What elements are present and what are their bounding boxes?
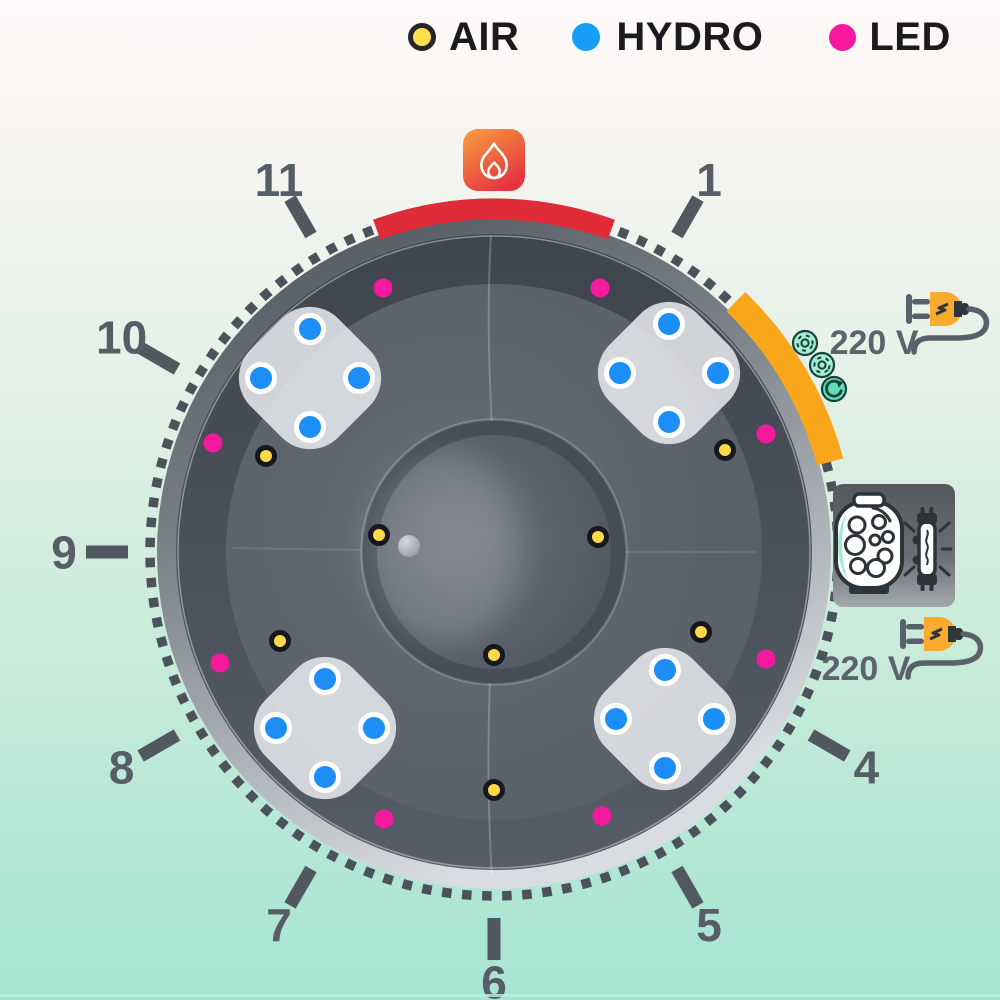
hydro-jet-dot [653,406,685,438]
legend-led-label: LED [869,15,951,59]
clock-number-10: 10 [96,312,147,364]
hydro-jet-dot [309,761,341,793]
cluster-pad [253,656,397,800]
control-arc [726,291,844,466]
air-jet-dot [483,644,505,666]
groove-highlight [360,418,628,686]
cluster-pad [238,306,382,450]
hydro-cluster-pad [597,301,741,445]
hydro-cluster-pad [593,647,737,791]
clock-tick [671,195,704,239]
hydro-jet-dot [294,313,326,345]
drain-knob [398,535,420,557]
air-jet-dot [714,439,736,461]
legend-hydro-label: HYDRO [616,15,764,59]
cluster-pad [593,647,737,791]
hydro-jet-dot [698,703,730,735]
hydro-jet-dot [309,663,341,695]
air-jet-dot [690,621,712,643]
clock-number-11: 11 [255,154,304,206]
clock-number-5: 5 [696,899,722,951]
power-plug-icon [900,617,980,677]
jet-layout [203,278,776,829]
legend-air-dot [408,23,436,51]
hydro-jet-dot [702,357,734,389]
flame-icon [463,129,525,191]
led-light-dot [210,653,230,673]
led-light-dot [756,649,776,669]
clock-tick [284,865,317,909]
hydro-jet-dot [649,752,681,784]
legend-item-led: LED [829,17,951,57]
clock-number-1: 1 [696,154,722,206]
legend-item-air: AIR [408,17,519,57]
voltage-label-top: 220 V [830,324,919,362]
clock-tick [671,865,704,909]
hydro-jet-dot [649,654,681,686]
hydro-jet-dot [604,357,636,389]
air-jet-dot [368,524,390,546]
heater-arc [373,198,615,240]
air-jet-dot [269,630,291,652]
hydro-jet-dot [245,362,277,394]
legend-item-hydro: HYDRO [569,17,763,57]
hydro-cluster-pad [253,656,397,800]
legend-led-dot [829,23,857,51]
hydro-jet-dot [600,703,632,735]
island-sheen [365,453,521,643]
hydro-jet-dot [653,308,685,340]
clock-number-7: 7 [266,899,292,951]
clock-numbers: 1 4 5 6 7 8 9 10 11 [51,154,879,1000]
legend: AIR HYDRO LED [408,17,951,57]
clock-tick [137,729,181,762]
clock-number-8: 8 [109,742,135,794]
air-jet-dot [587,526,609,548]
clock-tick [284,195,317,239]
legend-hydro-dot [569,20,604,54]
hydro-jet-dot [260,712,292,744]
led-light-dot [203,433,223,453]
cluster-pad [597,301,741,445]
pump-filter-icon [834,492,904,594]
led-light-dot [374,809,394,829]
seam-top [487,235,493,429]
rim-highlight [177,235,811,869]
jets-icon [791,329,819,357]
voltage-label-bottom: 220 V [822,650,911,688]
equipment-box [833,484,955,607]
clock-number-9: 9 [51,527,77,579]
clock-tick [807,729,851,762]
clock-number-4: 4 [854,742,880,794]
hydro-jet-dot [343,362,375,394]
bottom-edge-strip [0,994,1000,997]
led-light-dot [373,278,393,298]
hydro-cluster-pad [238,306,382,450]
led-light-dot [756,424,776,444]
led-light-dot [590,278,610,298]
hydro-jet-dot [294,411,326,443]
air-jet-dot [255,445,277,467]
air-jet-dot [483,779,505,801]
clock-number-6: 6 [481,957,507,1000]
seam-left [231,547,363,551]
jets-icon [808,351,836,379]
rotate-icon [820,375,848,403]
hydro-jet-dot [358,712,390,744]
clock-ticks [86,195,851,960]
led-light-dot [592,806,612,826]
legend-air-label: AIR [449,15,520,59]
uv-lamp-icon [903,507,953,591]
clock-tick [137,342,181,375]
